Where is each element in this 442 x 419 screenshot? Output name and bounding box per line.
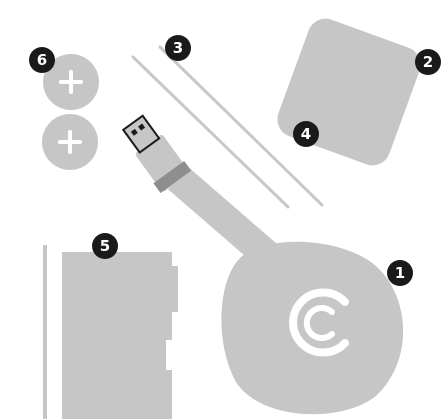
callout-5: 5 (92, 233, 118, 259)
puck (221, 242, 403, 414)
card-panel (45, 245, 178, 419)
callout-2-label: 2 (423, 53, 433, 71)
callout-5-label: 5 (100, 237, 110, 255)
round-plus-buttons (42, 54, 99, 170)
square-pad-shape (272, 14, 425, 171)
callout-2: 2 (415, 49, 441, 75)
callout-1: 1 (387, 260, 413, 286)
cable (178, 178, 268, 256)
callout-3-label: 3 (173, 39, 183, 57)
plus-button-bottom (42, 114, 98, 170)
callout-6: 6 (29, 47, 55, 73)
callout-6-label: 6 (37, 51, 47, 69)
card-shape (62, 252, 178, 419)
square-pad (272, 14, 425, 171)
callout-4-label: 4 (301, 125, 311, 143)
callout-1-label: 1 (395, 264, 405, 282)
callout-4: 4 (293, 121, 319, 147)
callout-3: 3 (165, 35, 191, 61)
